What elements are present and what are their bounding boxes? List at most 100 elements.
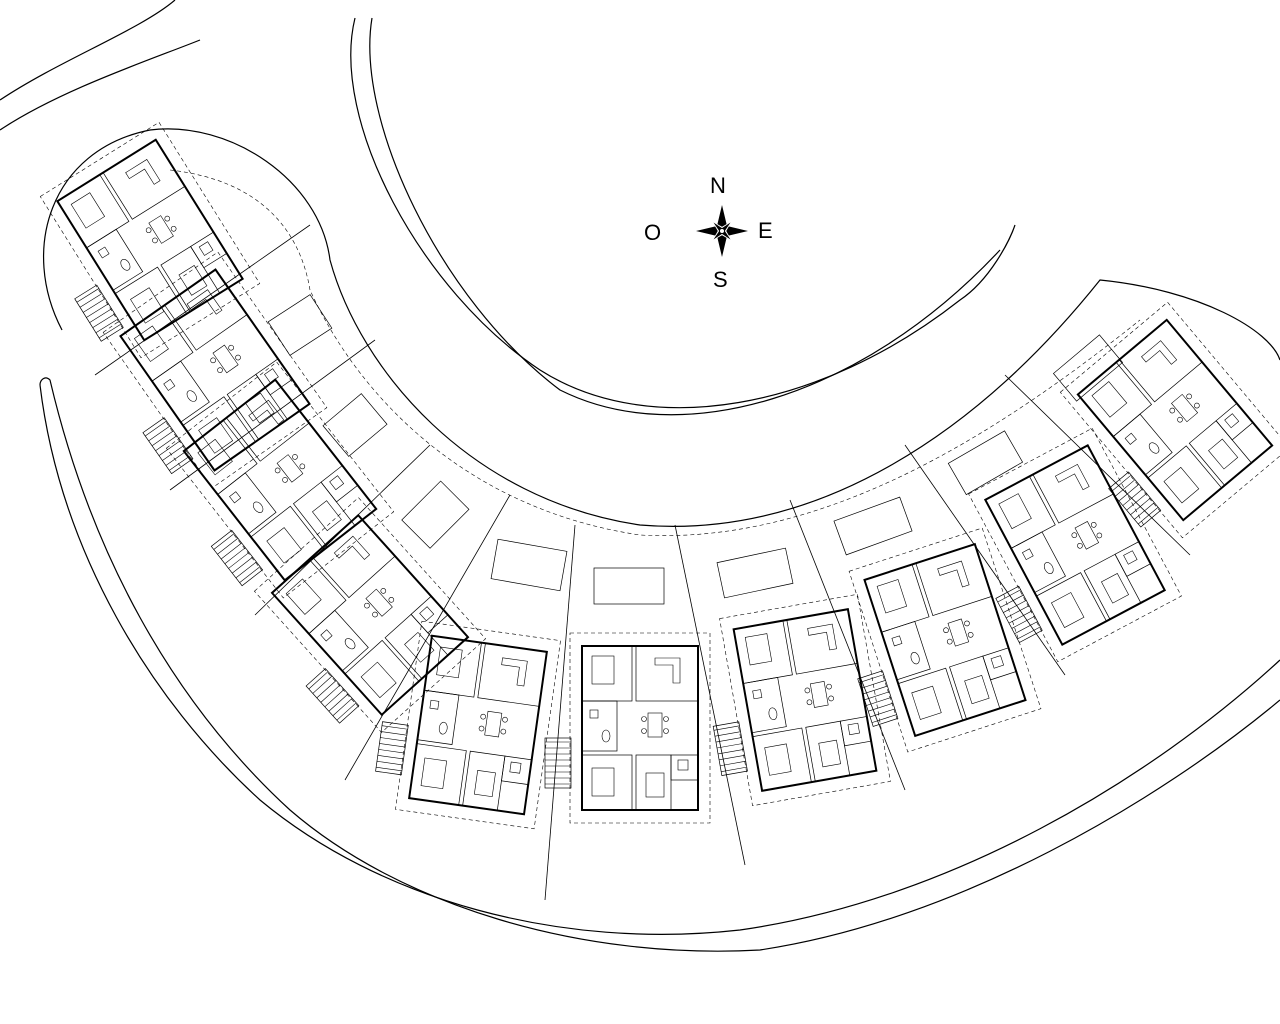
sofa-icon: [654, 657, 681, 684]
sofa-icon: [333, 535, 371, 560]
stairs: [142, 417, 194, 475]
bed-icon: [645, 772, 665, 798]
house-walls: [55, 138, 245, 342]
outer-road-edge: [0, 0, 176, 101]
bed-icon: [312, 500, 342, 532]
stairs: [74, 284, 124, 342]
sink-icon: [97, 246, 110, 259]
shower-icon: [990, 655, 1005, 669]
bed-icon: [964, 675, 990, 705]
sink-icon: [1124, 432, 1137, 445]
dining-table-icon: [947, 618, 970, 647]
bed-icon: [764, 743, 792, 776]
shower-icon: [419, 606, 435, 622]
house-plan: [102, 251, 328, 489]
bed-icon: [360, 661, 397, 699]
sink-icon: [891, 635, 903, 647]
main-crescent-outer-2: [39, 377, 1280, 952]
bed-icon: [404, 631, 435, 663]
bed-icon: [744, 633, 773, 666]
bed-icon: [197, 438, 233, 476]
shower-icon: [847, 722, 860, 736]
house-plan: [253, 497, 487, 733]
sink-icon: [589, 709, 599, 719]
house-plan: [375, 620, 561, 830]
bed-icon: [591, 767, 615, 797]
bed-icon: [178, 265, 208, 296]
shower-icon: [329, 475, 345, 491]
dining-table-icon: [809, 681, 829, 708]
sofa-icon: [125, 159, 161, 185]
house-plan: [968, 427, 1182, 663]
bed-icon: [285, 578, 322, 615]
house-plan: [1059, 301, 1280, 539]
stairs: [1108, 471, 1162, 528]
house-plan: [39, 121, 261, 359]
inner-road-curve: [350, 17, 1016, 409]
sofa-icon: [1141, 340, 1178, 365]
bed-icon: [818, 739, 841, 768]
sink-icon: [1021, 548, 1034, 561]
inner-road-curve-2: [369, 17, 1001, 416]
bed-icon: [266, 527, 302, 564]
toilet-icon: [186, 390, 197, 402]
dining-table-icon: [276, 454, 304, 483]
bed-icon: [876, 579, 908, 614]
sofa-icon: [1054, 464, 1090, 491]
stairs: [712, 721, 748, 776]
main-crescent-inner: [43, 128, 1280, 527]
bed-icon: [1050, 592, 1085, 628]
shower-icon: [1123, 550, 1138, 565]
lot-lines: [94, 169, 1191, 901]
toilet-icon: [344, 638, 356, 650]
bed-icon: [473, 770, 496, 798]
sofa-icon: [501, 657, 528, 687]
compass-west-label: O: [644, 220, 661, 245]
stairs: [995, 585, 1043, 644]
outer-road-edge-2: [0, 39, 201, 131]
bed-icon: [198, 417, 234, 454]
compass-north-label: N: [710, 173, 726, 198]
dining-table-icon: [484, 710, 503, 738]
stairs: [544, 737, 572, 789]
dining-table-icon: [1074, 521, 1100, 550]
house-plan: [544, 632, 711, 824]
house-walls: [119, 268, 311, 472]
bed-icon: [245, 392, 275, 424]
stairs: [305, 668, 360, 724]
sofa-icon: [937, 560, 970, 588]
compass-rose: N S E O: [644, 173, 773, 292]
bed-icon: [133, 325, 169, 362]
bed-icon: [70, 192, 106, 229]
sink-icon: [320, 629, 333, 642]
sink-icon: [229, 491, 242, 504]
house-walls: [732, 608, 878, 792]
dining-table-icon: [148, 215, 174, 244]
sink-icon: [163, 378, 176, 391]
bed-icon: [436, 646, 463, 679]
dining-table-icon: [212, 344, 239, 374]
roads: [0, 0, 1280, 952]
bed-icon: [130, 287, 165, 324]
shower-icon: [1224, 413, 1240, 429]
dining-table-icon: [365, 588, 393, 617]
stairs: [375, 721, 409, 776]
bed-icon: [591, 655, 615, 685]
bed-icon: [911, 685, 942, 720]
house-walls: [270, 513, 470, 717]
compass-east-label: E: [758, 218, 773, 243]
dining-table-icon: [1171, 393, 1199, 423]
toilet-icon: [252, 501, 264, 513]
bed-icon: [1101, 573, 1129, 604]
toilet-icon: [1043, 562, 1054, 574]
bed-icon: [1163, 466, 1200, 504]
shower-icon: [677, 759, 689, 771]
sofa-icon: [807, 623, 837, 651]
sink-icon: [752, 689, 763, 700]
parking-pads: [267, 294, 1124, 605]
shower-icon: [198, 241, 214, 256]
house-walls: [581, 645, 699, 811]
toilet-icon: [768, 707, 778, 721]
bed-icon: [420, 757, 448, 790]
stairs: [857, 670, 899, 727]
